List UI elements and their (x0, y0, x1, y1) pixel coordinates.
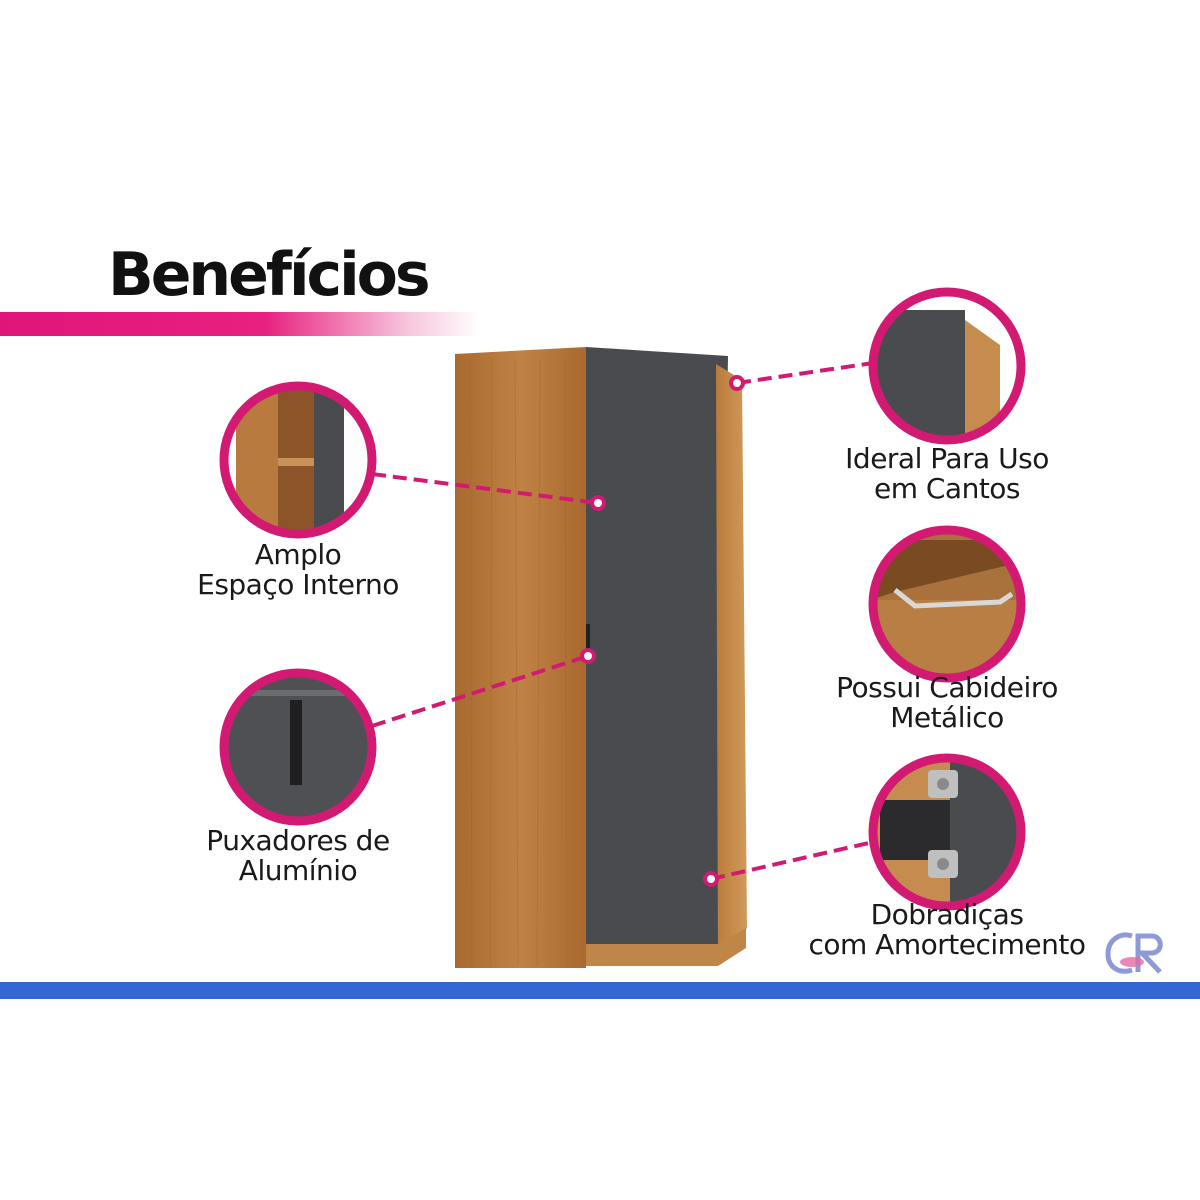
page-title: Benefícios (108, 240, 431, 310)
connector-hinges (710, 840, 874, 881)
corner-panel-icon (868, 287, 1026, 445)
brand-logo (1105, 932, 1163, 974)
connector-dot (729, 375, 745, 391)
wardrobe-left-side-panel (455, 347, 586, 968)
callout-label-rail: Possui Cabideiro Metálico (836, 671, 1058, 734)
interior-shelves-icon (219, 381, 377, 539)
callout-label-hinges: Dobradiças com Amortecimento (808, 898, 1086, 961)
callout-connectors (371, 361, 874, 881)
bottom-accent-bar (0, 982, 1200, 999)
connector-dot (580, 648, 596, 664)
soft-close-hinge-icon (868, 753, 1026, 911)
connector-interior (371, 472, 599, 505)
connector-endpoints (580, 375, 745, 887)
callout-label-handles: Puxadores de Alumínio (206, 824, 390, 887)
callout-label-interior: Amplo Espaço Interno (197, 538, 399, 601)
connector-handles (371, 654, 589, 728)
wardrobe-handle (586, 624, 590, 662)
title-underline-bar (0, 312, 480, 336)
connector-corner (736, 361, 874, 385)
aluminum-handle-icon (219, 668, 377, 826)
hanging-rail-icon (868, 525, 1026, 683)
wardrobe-base (586, 928, 746, 966)
callout-label-corner: Ideral Para Uso em Cantos (845, 442, 1049, 505)
connector-dot (703, 871, 719, 887)
wardrobe-door (586, 347, 728, 966)
wardrobe-right-side-panel (716, 364, 747, 966)
connector-dot (590, 495, 606, 511)
corner-wardrobe (455, 347, 747, 968)
